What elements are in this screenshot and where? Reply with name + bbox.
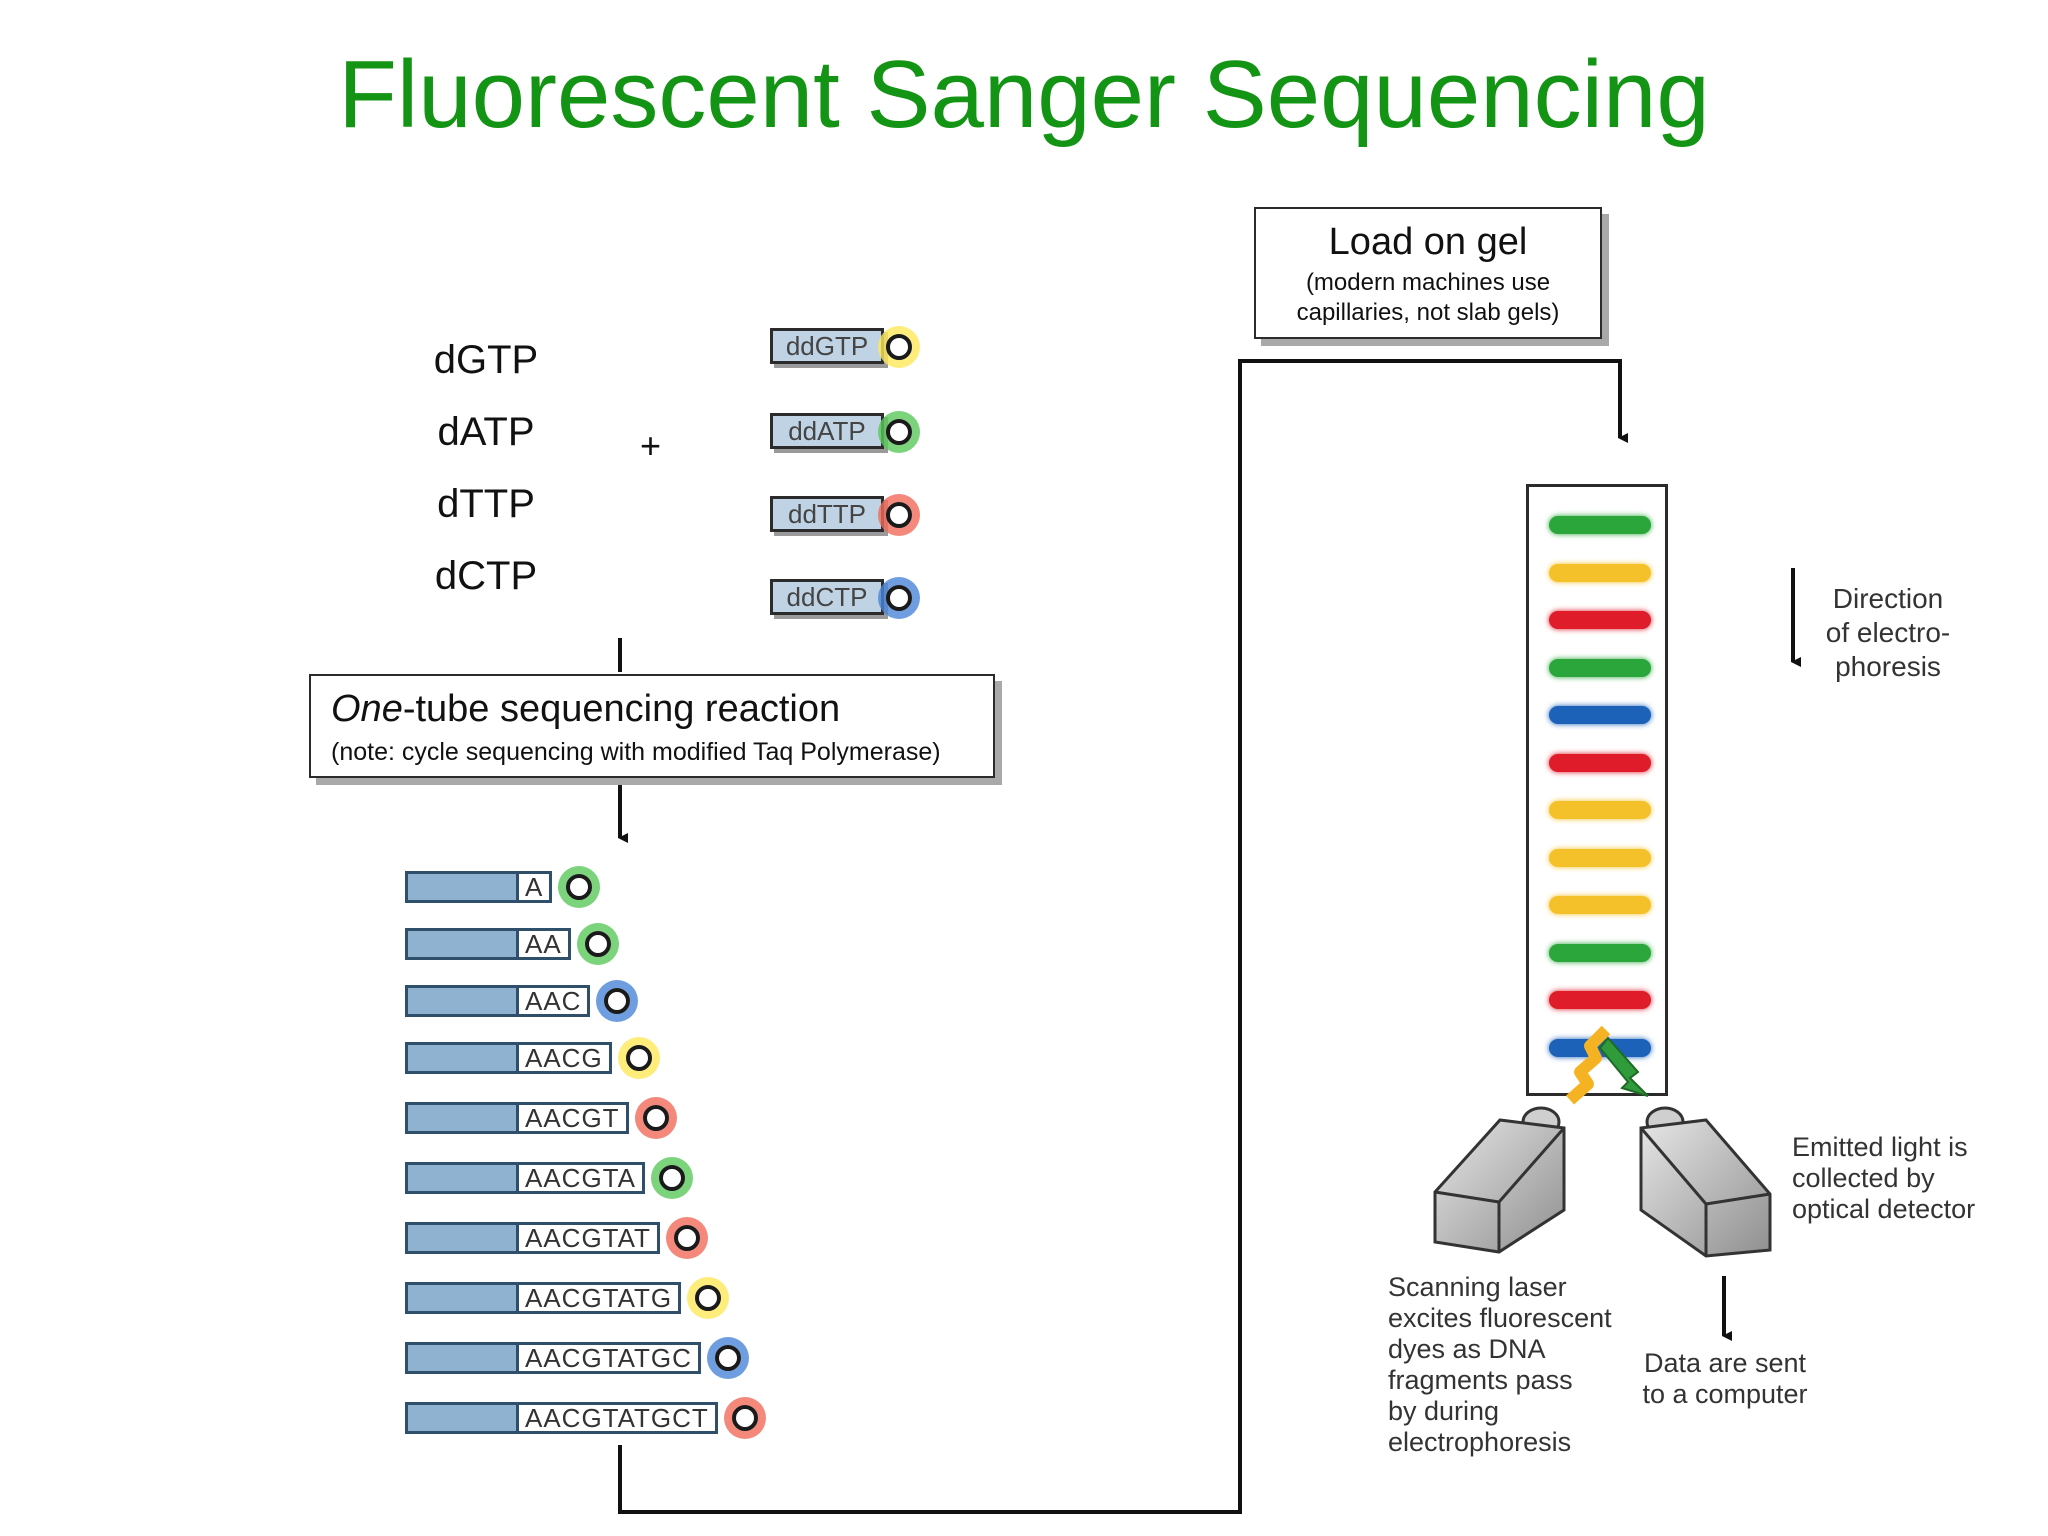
fragment-bar (405, 1102, 516, 1134)
fragment-sequence: AACG (516, 1042, 612, 1074)
reaction-note: (note: cycle sequencing with modified Ta… (331, 738, 941, 766)
dntp-label-dctp: dCTP (434, 554, 538, 598)
dye-circle-icon (584, 931, 611, 957)
fragment-bar (405, 871, 516, 903)
ddntp-label-ddctp: ddCTP (770, 579, 884, 615)
gel-band (1549, 516, 1651, 534)
direction-label-line-1: Direction (1832, 583, 1944, 614)
dye-circle-icon (695, 1285, 722, 1311)
laser-caption-line-6: electrophoresis (1388, 1427, 1572, 1457)
dye-circle-icon (886, 334, 912, 360)
laser-caption: Scanning laser excites fluorescent dyes … (1388, 1272, 1612, 1458)
gel-band (1549, 611, 1651, 629)
fragment-bar (405, 1162, 516, 1194)
fragment-bar (405, 1222, 516, 1254)
direction-label-line-2: of electro- (1825, 617, 1951, 648)
gel-band (1549, 658, 1651, 677)
laser-caption-line-1: Scanning laser (1388, 1272, 1567, 1302)
computer-caption: Data are sent to a computer (1630, 1348, 1820, 1410)
fragment-sequence: AACGTATG (516, 1282, 682, 1314)
load-gel-title: Load on gel (1328, 221, 1528, 263)
gel-band (1549, 848, 1651, 867)
dye-circle-icon (642, 1105, 669, 1131)
reaction-title: One-tube sequencing reaction (331, 688, 840, 731)
ddntp-label-ddttp: ddTTP (770, 496, 884, 532)
gel-band (1549, 706, 1651, 724)
reaction-title-emphasis: One (331, 688, 403, 730)
dye-circle-icon (604, 988, 631, 1014)
gel-band (1549, 991, 1651, 1009)
dye-circle-icon (625, 1045, 652, 1071)
fragment-bar (405, 928, 516, 960)
laser-caption-line-5: by during (1388, 1396, 1500, 1426)
reaction-title-rest: -tube sequencing reaction (402, 688, 841, 730)
fragment-sequence: AAC (516, 985, 591, 1017)
detector-caption: Emitted light is collected by optical de… (1792, 1132, 1975, 1225)
reaction-box: One-tube sequencing reaction (note: cycl… (309, 674, 995, 778)
fragment-sequence: AACGTATGC (516, 1342, 701, 1374)
computer-caption-line-2: to a computer (1642, 1379, 1808, 1409)
dntp-label-dgtp: dGTP (433, 338, 539, 382)
direction-label-line-3: phoresis (1835, 651, 1941, 682)
fragment-bar (405, 1282, 516, 1314)
direction-label: Direction of electro- phoresis (1798, 582, 1978, 684)
dntp-label-dttp: dTTP (437, 482, 535, 526)
fragment-bar (405, 985, 516, 1017)
optical-detector-icon (1639, 1106, 1772, 1258)
fragment-sequence: AA (516, 928, 571, 960)
dye-circle-icon (566, 874, 593, 900)
fragment-sequence: AACGT (516, 1102, 629, 1134)
fragment-bar (405, 1042, 516, 1074)
laser-caption-line-2: excites fluorescent (1388, 1303, 1612, 1333)
laser-caption-line-3: dyes as DNA (1388, 1334, 1546, 1364)
detector-assembly (1433, 1025, 1772, 1258)
detector-caption-line-3: optical detector (1792, 1194, 1976, 1224)
emitted-light-arrow-icon (1598, 1036, 1649, 1097)
fragment-sequence: AACGTAT (516, 1222, 660, 1254)
ddntp-label-ddgtp: ddGTP (770, 328, 884, 364)
dntp-label-datp: dATP (437, 410, 535, 454)
detector-caption-line-1: Emitted light is (1792, 1132, 1968, 1162)
dye-circle-icon (673, 1225, 700, 1251)
plus-sign: + (640, 425, 662, 466)
computer-caption-line-1: Data are sent (1643, 1348, 1807, 1378)
arrow-to-gel-icon (618, 359, 1628, 1514)
gel-band (1549, 801, 1651, 819)
detector-caption-line-2: collected by (1792, 1163, 1935, 1193)
load-gel-note-line-1: (modern machines use (1305, 269, 1551, 296)
dye-circle-icon (886, 502, 912, 528)
fragment-sequence: AACGTATGCT (516, 1402, 718, 1434)
scanning-laser-icon (1433, 1106, 1566, 1254)
dye-circle-icon (714, 1345, 741, 1371)
fragment-bar (405, 1342, 516, 1374)
fragment-sequence: A (516, 871, 553, 903)
fragment-bar (405, 1402, 516, 1434)
page-title: Fluorescent Sanger Sequencing (338, 41, 1710, 148)
load-gel-box: Load on gel (modern machines use capilla… (1254, 207, 1602, 339)
dye-circle-icon (658, 1165, 685, 1191)
gel-band (1549, 896, 1651, 914)
dye-circle-icon (886, 419, 912, 445)
dye-circle-icon (731, 1405, 758, 1431)
ddntp-label-ddatp: ddATP (770, 413, 884, 449)
fragment-sequence: AACGTA (516, 1162, 645, 1194)
laser-caption-line-4: fragments pass (1388, 1365, 1573, 1395)
gel-band (1549, 943, 1651, 962)
gel-band (1549, 563, 1651, 582)
gel-band (1549, 753, 1651, 772)
load-gel-note-line-2: capillaries, not slab gels) (1296, 299, 1560, 326)
dye-circle-icon (886, 585, 912, 611)
laser-beam-icon (1566, 1025, 1611, 1105)
